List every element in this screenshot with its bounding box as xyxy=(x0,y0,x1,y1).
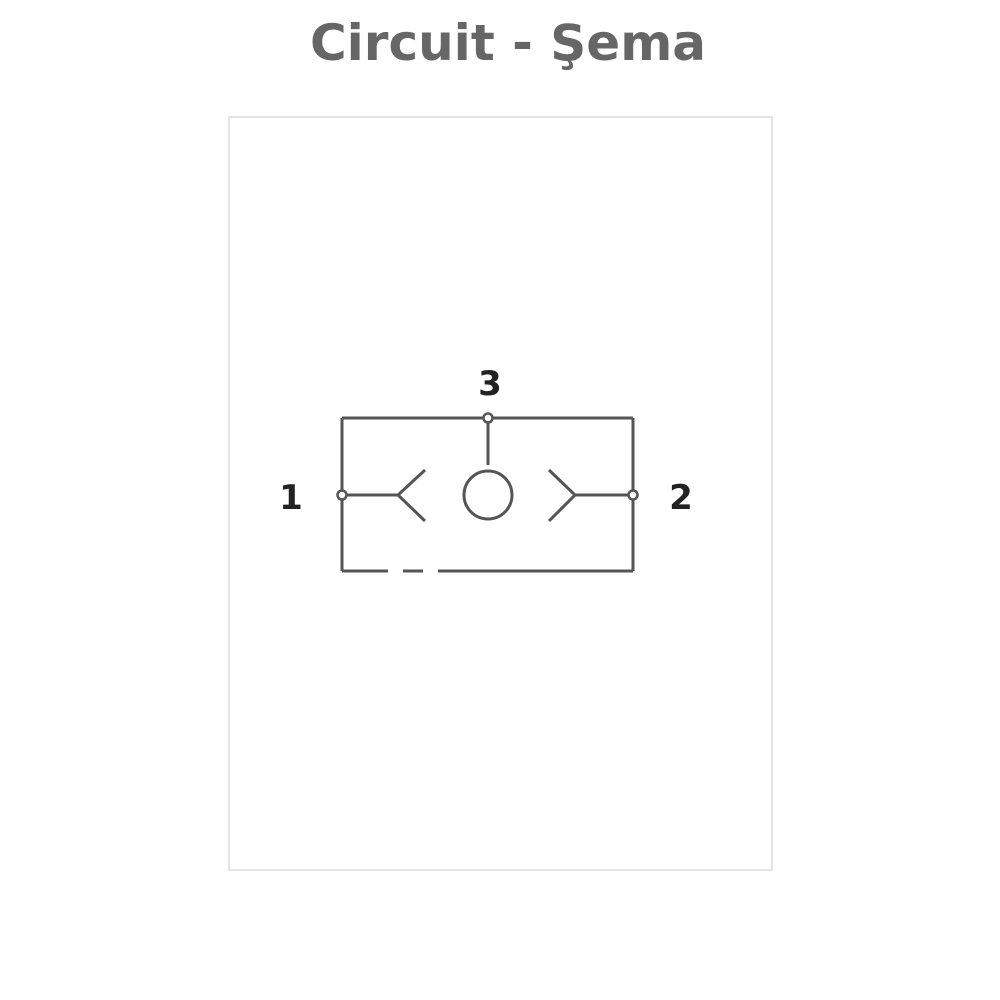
terminal-label-2: 2 xyxy=(669,478,693,518)
left-contact-prongs xyxy=(395,468,427,523)
diagram-title: Circuit - Şema xyxy=(309,14,707,72)
terminal-node-3 xyxy=(482,412,494,424)
terminal-node-1 xyxy=(336,489,348,501)
center-circle-symbol xyxy=(462,469,514,521)
right-contact-prongs xyxy=(547,468,578,523)
diagram-frame xyxy=(228,116,773,871)
terminal-label-1: 1 xyxy=(279,478,303,518)
terminal-label-3: 3 xyxy=(478,364,502,404)
terminal-node-2 xyxy=(627,489,639,501)
